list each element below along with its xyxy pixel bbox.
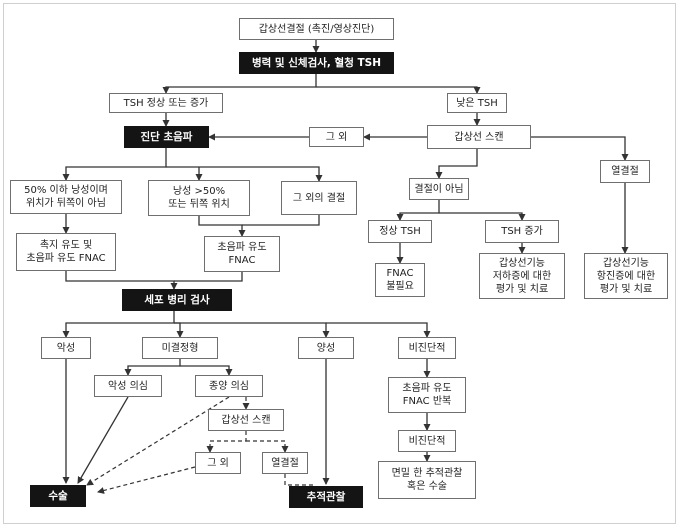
node-start: 갑상선결절 (촉진/영상진단) [239,18,394,40]
node-nondiagnostic: 비진단적 [398,337,456,359]
node-diagnostic-ultrasound: 진단 초음파 [124,126,209,148]
node-us-guided-fnac: 초음파 유도 FNAC [204,236,280,272]
node-hypothyroid-eval: 갑상선기능 저하증에 대한 평가 및 치료 [479,253,565,299]
node-fnac-not-needed: FNAC 불필요 [375,263,425,297]
node-malignant: 악성 [41,337,91,359]
node-tsh-increase: TSH 증가 [485,220,559,243]
node-benign: 양성 [298,337,354,359]
node-cytopathology: 세포 병리 검사 [122,289,232,311]
node-close-followup-or-surgery: 면밀 한 추적관찰 혹은 수술 [378,461,476,499]
node-not-nodule: 결절이 아님 [409,178,469,200]
node-cyst-over-50: 낭성 >50% 또는 뒤쪽 위치 [148,180,250,216]
node-thyroid-scan-2: 갑상선 스캔 [208,409,284,431]
diagram-frame [3,3,676,524]
node-other-1: 그 외 [309,127,364,147]
node-other-nodule: 그 외의 결절 [281,181,357,215]
node-follicular-neoplasm: 종양 의심 [195,375,263,397]
node-thyroid-scan-1: 갑상선 스캔 [427,125,531,149]
node-hyperthyroid-eval: 갑상선기능 항진증에 대한 평가 및 치료 [584,253,668,299]
node-nondiagnostic-2: 비진단적 [398,430,456,452]
node-surgery: 수술 [30,485,86,507]
node-normal-tsh: 정상 TSH [368,220,432,243]
node-suspicious-malignant: 악성 의심 [94,375,162,397]
node-other-2: 그 외 [195,452,241,474]
node-followup: 추적관찰 [289,486,363,508]
node-hot-nodule-2: 열결절 [262,452,308,474]
node-cyst-under-50: 50% 이하 낭성이며 위치가 뒤쪽이 아님 [10,180,122,214]
node-indeterminate: 미결정형 [142,337,218,359]
node-palpation-us-fnac: 촉지 유도 및 초음파 유도 FNAC [16,233,116,271]
node-us-fnac-repeat: 초음파 유도 FNAC 반복 [388,377,466,413]
node-tsh-normal: TSH 정상 또는 증가 [109,93,223,113]
node-history-tsh: 병력 및 신체검사, 혈청 TSH [239,52,394,74]
node-tsh-low: 낮은 TSH [447,93,507,113]
node-hot-nodule-1: 열결절 [600,160,650,183]
